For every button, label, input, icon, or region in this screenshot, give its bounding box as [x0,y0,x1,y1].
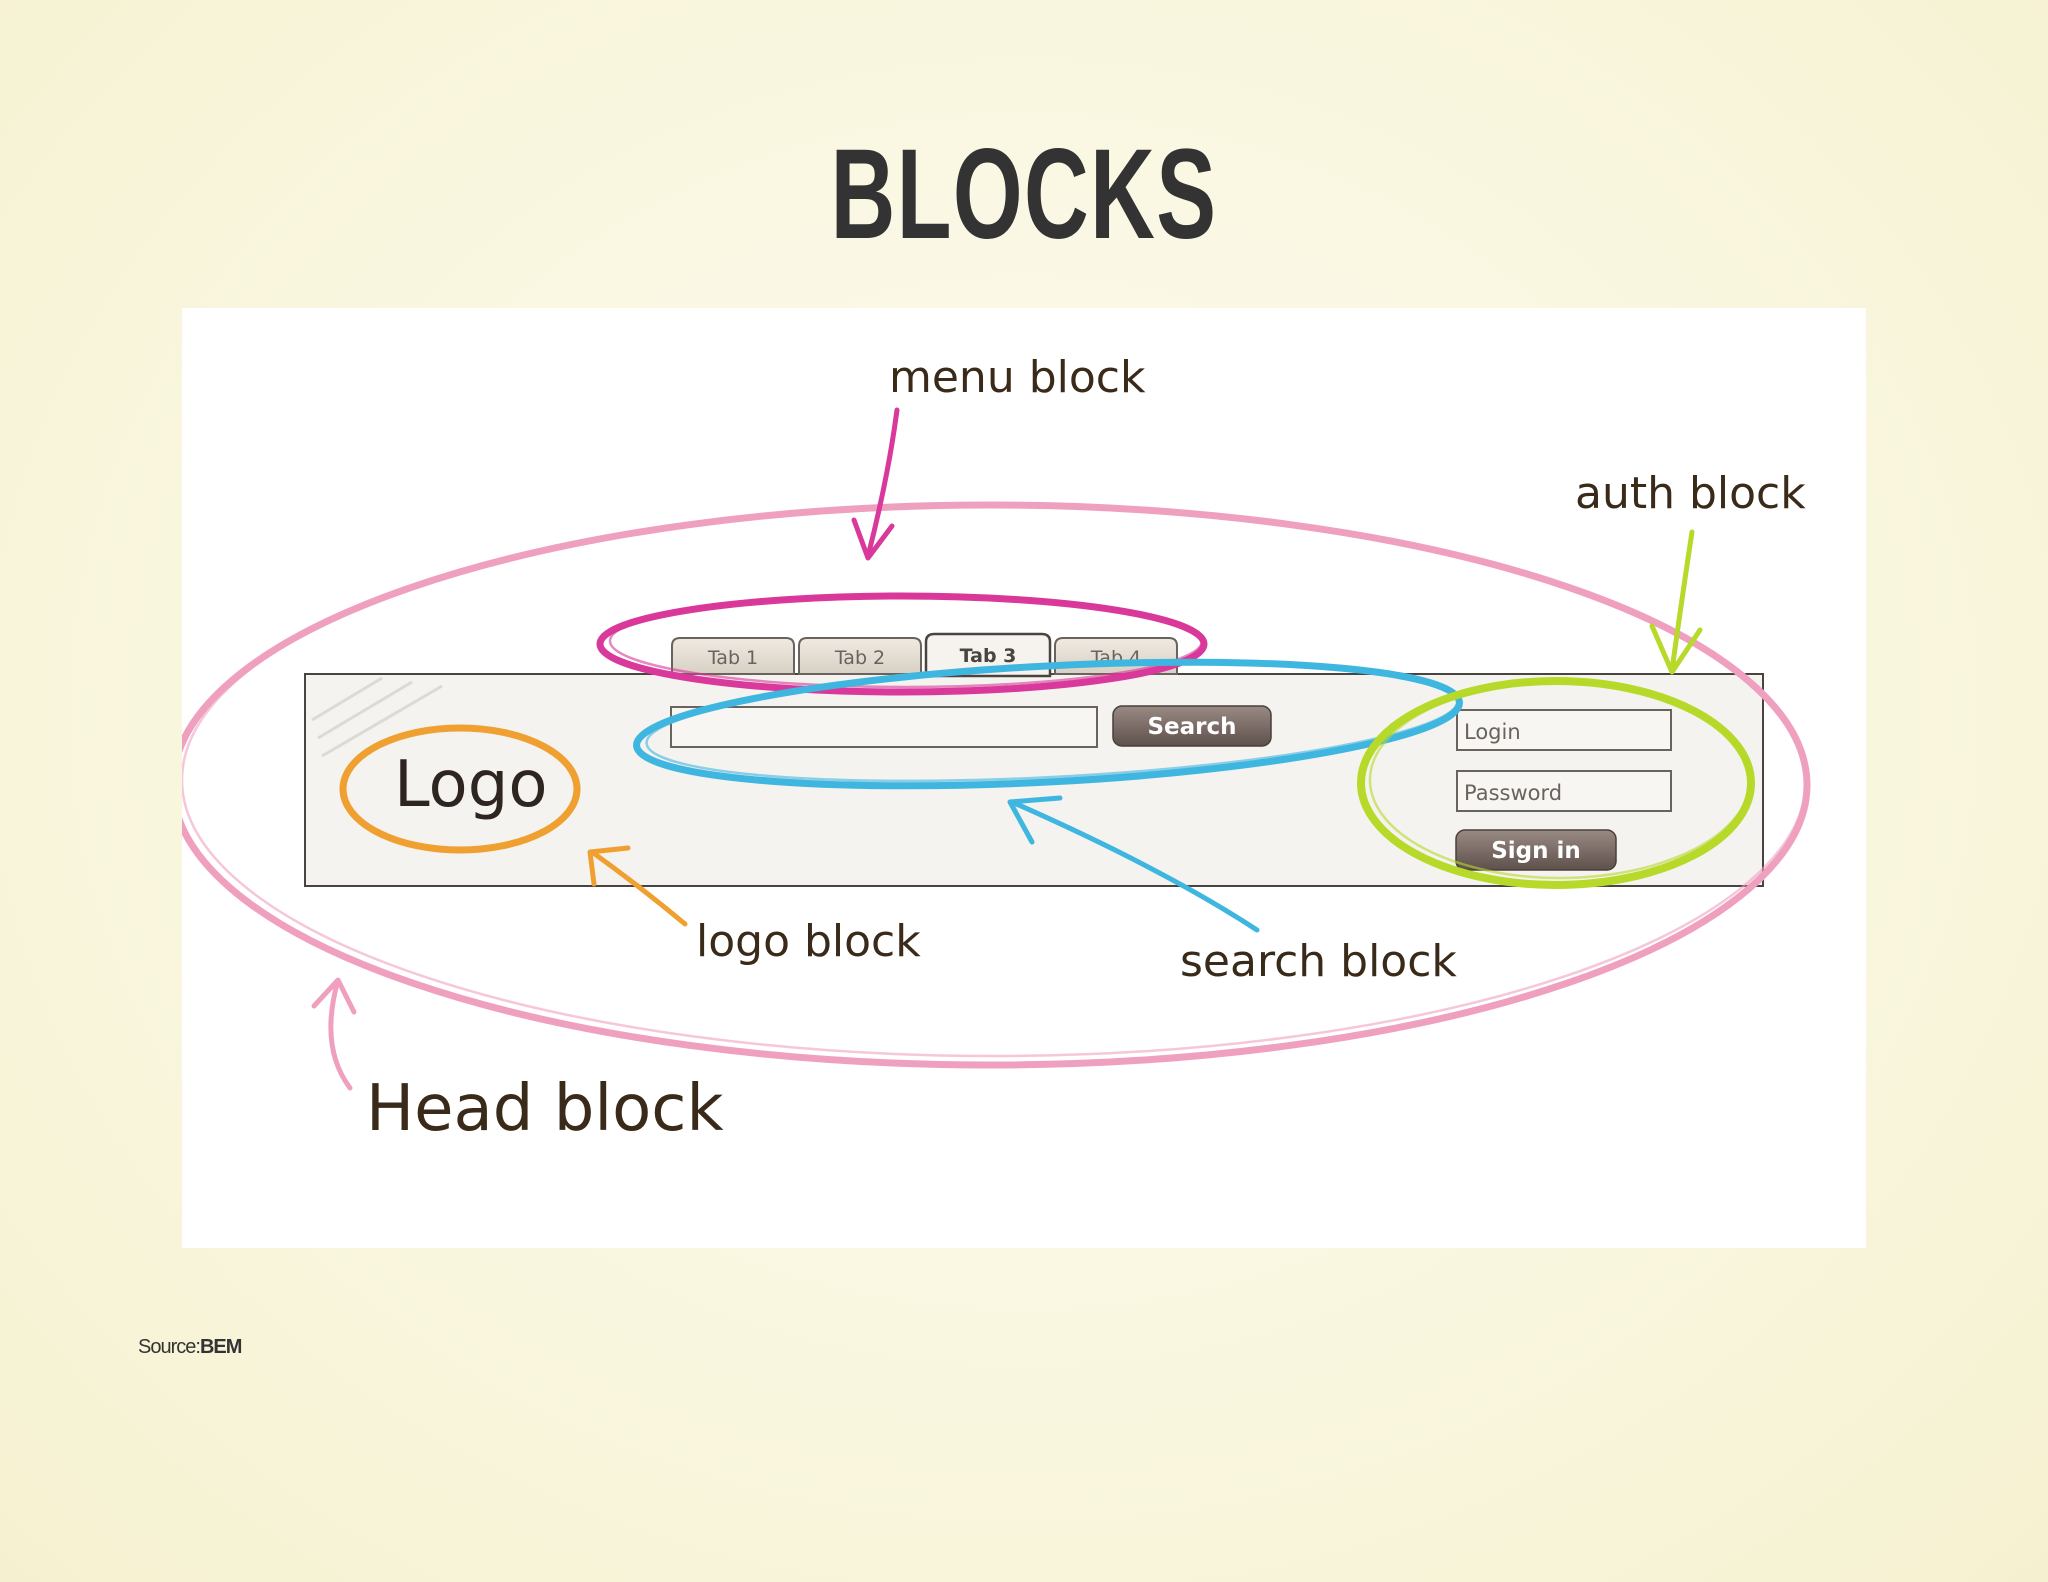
source-link[interactable]: BEM [199,1336,242,1358]
source-credit: Source:BEM [138,1336,242,1359]
slide-title: BLOCKS [830,123,1218,266]
logo-block-outline [339,724,581,854]
menu-block-outline-sketch [608,593,1204,689]
login-placeholder: Login [1464,720,1521,744]
signin-button-label: Sign in [1491,838,1581,864]
search-button[interactable]: Search [1112,705,1272,747]
signin-button[interactable]: Sign in [1455,829,1617,871]
tab-bar: Tab 1 Tab 2 Tab 3 Tab 4 [671,632,1178,678]
tab-2[interactable]: Tab 2 [798,637,922,675]
tab-1[interactable]: Tab 1 [671,637,795,675]
logo-block-label: logo block [696,916,921,967]
frame-sketch-marks [311,676,443,758]
password-placeholder: Password [1464,781,1562,805]
logo-arrow [587,845,688,927]
search-block-outline-sketch [645,661,1459,783]
head-block-outline-sketch [182,502,1808,1058]
search-input[interactable] [670,706,1098,748]
tab-3-label: Tab 3 [960,645,1017,667]
menu-arrow [851,407,900,561]
password-field[interactable]: Password [1456,770,1672,812]
search-block-label: search block [1180,936,1457,987]
search-arrow [1007,795,1260,933]
auth-block-outline-sketch [1368,680,1752,880]
diagram-panel: Tab 1 Tab 2 Tab 3 Tab 4 Logo Search [182,308,1866,1248]
head-block-label: Head block [366,1072,724,1146]
logo-text: Logo [394,748,547,822]
menu-block-label: menu block [889,352,1146,403]
auth-arrow [1649,529,1703,675]
login-field[interactable]: Login [1456,709,1672,751]
search-button-label: Search [1147,714,1236,740]
tab-1-label: Tab 1 [707,647,758,669]
blocks-diagram: Tab 1 Tab 2 Tab 3 Tab 4 Logo Search [182,352,1811,1146]
auth-block-label: auth block [1575,468,1806,519]
tab-2-label: Tab 2 [834,647,885,669]
head-arrow [311,977,357,1091]
source-prefix: Source: [138,1336,201,1358]
